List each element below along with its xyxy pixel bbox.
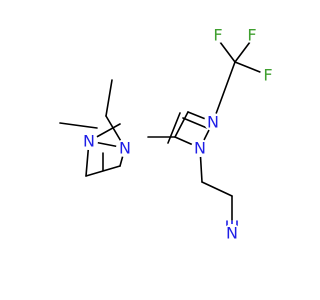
label-bg <box>80 132 98 150</box>
bond-ch2-ch2 <box>201 181 233 197</box>
atom-labels: N N N N N F F F <box>80 26 276 243</box>
bonds <box>59 41 261 227</box>
atom-f-right: F <box>263 66 272 85</box>
bond-cf3-f2 <box>234 41 251 63</box>
label-bg <box>116 139 134 157</box>
label-bg <box>244 27 260 43</box>
bond-c4-c3-double <box>182 117 208 129</box>
bond-c-cf3 <box>212 61 236 123</box>
bond-cf3-f1 <box>219 41 236 63</box>
label-bg <box>204 113 222 131</box>
atom-f-top-right: F <box>247 26 256 45</box>
bond-c3-c4-left <box>85 165 121 177</box>
atom-n-pyrazole-a1: N <box>119 139 131 158</box>
bond-c5-c4-double <box>92 123 121 140</box>
atom-n-pyrazole-b2: N <box>207 113 219 132</box>
label-bg <box>260 67 276 83</box>
bond-cf3-f3 <box>234 61 261 73</box>
atom-n-pyrazole-b1: N <box>194 139 206 158</box>
structure-canvas: N N N N N F F F <box>59 25 276 243</box>
bond-n-methyl <box>59 122 98 129</box>
bond-c5-c4-double-right <box>167 112 181 144</box>
atom-f-top-left: F <box>213 26 222 45</box>
label-bg <box>223 224 241 242</box>
label-bg <box>210 27 226 43</box>
label-bg <box>191 139 209 157</box>
atom-n-pyrazole-a2: N <box>83 132 95 151</box>
bond-c-methyl-top <box>105 79 113 117</box>
molecule-drawing: N N N N N F F F <box>59 25 276 243</box>
atom-n-nitrile: N <box>226 224 238 243</box>
bond-c5-c4-right <box>174 111 189 138</box>
